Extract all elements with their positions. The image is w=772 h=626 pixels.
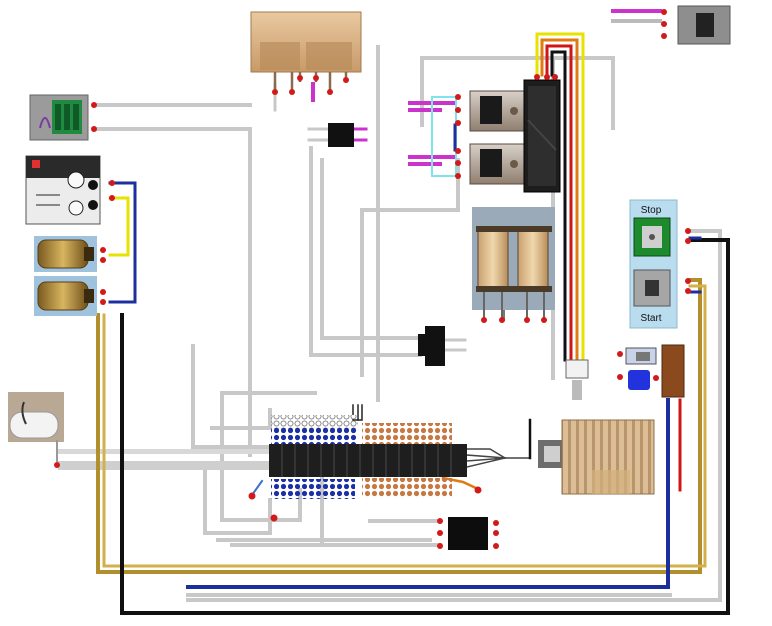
voltage-regulator-lower — [455, 143, 527, 185]
copper-coil-spool — [538, 419, 655, 495]
plug-icon — [425, 326, 445, 366]
relay-module-top-right — [661, 5, 731, 45]
probe-icon — [9, 411, 59, 439]
stop-start-switch-panel: Stop Start — [629, 199, 691, 329]
connector-icon — [565, 359, 589, 379]
brass-terminal-upper — [34, 236, 106, 272]
start-label: Start — [640, 313, 661, 324]
stop-label: Stop — [641, 205, 662, 216]
three-pin-connector — [565, 359, 589, 400]
brass-terminal-icon — [37, 239, 89, 269]
transformer — [472, 207, 555, 323]
black-ic-chip — [328, 123, 354, 147]
led-terminal-block — [617, 344, 685, 398]
led-icon — [628, 370, 650, 390]
power-supply-panel — [25, 155, 115, 225]
grey-wires — [94, 45, 722, 602]
brass-terminal-icon — [37, 281, 89, 311]
cooling-fan — [523, 74, 561, 193]
green-connector — [29, 94, 97, 141]
white-probe — [8, 392, 64, 468]
chip-icon — [448, 517, 488, 550]
breadboard-icon — [271, 415, 358, 429]
plug-connector — [418, 326, 445, 366]
bottom-ic — [437, 517, 499, 550]
voltage-regulator-upper — [455, 90, 527, 132]
wooden-block — [250, 11, 362, 95]
perf-board — [248, 415, 482, 522]
push-button-icon[interactable] — [633, 217, 671, 257]
wires — [58, 9, 730, 615]
brass-terminal-lower — [34, 276, 106, 316]
chip-icon — [328, 123, 354, 147]
